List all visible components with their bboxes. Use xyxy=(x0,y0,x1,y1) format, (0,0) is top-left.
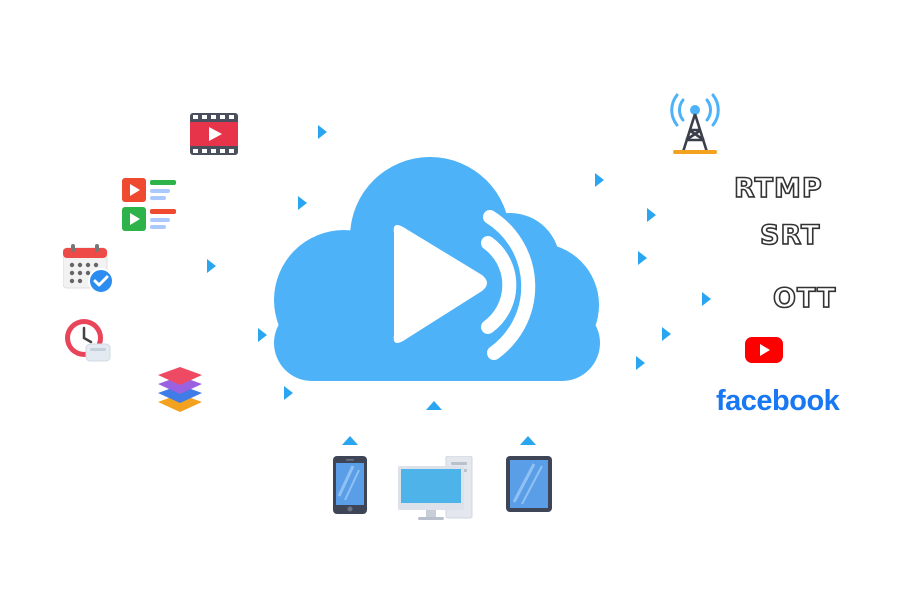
flow-arrow-icon xyxy=(284,386,293,400)
smartphone-icon xyxy=(333,456,367,514)
playlist-icon xyxy=(122,178,176,231)
flow-arrow-icon xyxy=(647,208,656,222)
broadcast-tower-icon xyxy=(670,93,720,154)
flow-arrow-icon xyxy=(207,259,216,273)
flow-arrow-icon xyxy=(318,125,327,139)
facebook-logo: facebook xyxy=(716,385,840,417)
srt-label: SRT xyxy=(759,219,821,252)
calendar-check-icon xyxy=(63,244,114,294)
flow-arrow-icon xyxy=(638,251,647,265)
flow-arrow-icon xyxy=(636,356,645,370)
flow-arrow-icon xyxy=(595,173,604,187)
desktop-computer-icon xyxy=(398,456,473,520)
flow-arrow-icon xyxy=(258,328,267,342)
youtube-icon xyxy=(745,337,783,363)
tablet-icon xyxy=(506,456,552,512)
flow-arrow-icon xyxy=(662,327,671,341)
flow-arrow-icon xyxy=(426,401,442,410)
rtmp-label: RTMP xyxy=(733,172,823,205)
flow-arrow-icon xyxy=(298,196,307,210)
flow-arrow-icon xyxy=(520,436,536,445)
ott-label: OTT xyxy=(772,282,837,315)
flow-arrow-icon xyxy=(342,436,358,445)
film-strip-icon xyxy=(190,113,238,155)
flow-arrow-icon xyxy=(702,292,711,306)
cloud-play-icon xyxy=(274,157,600,381)
layers-stack-icon xyxy=(158,367,202,412)
clock-icon xyxy=(65,319,111,362)
